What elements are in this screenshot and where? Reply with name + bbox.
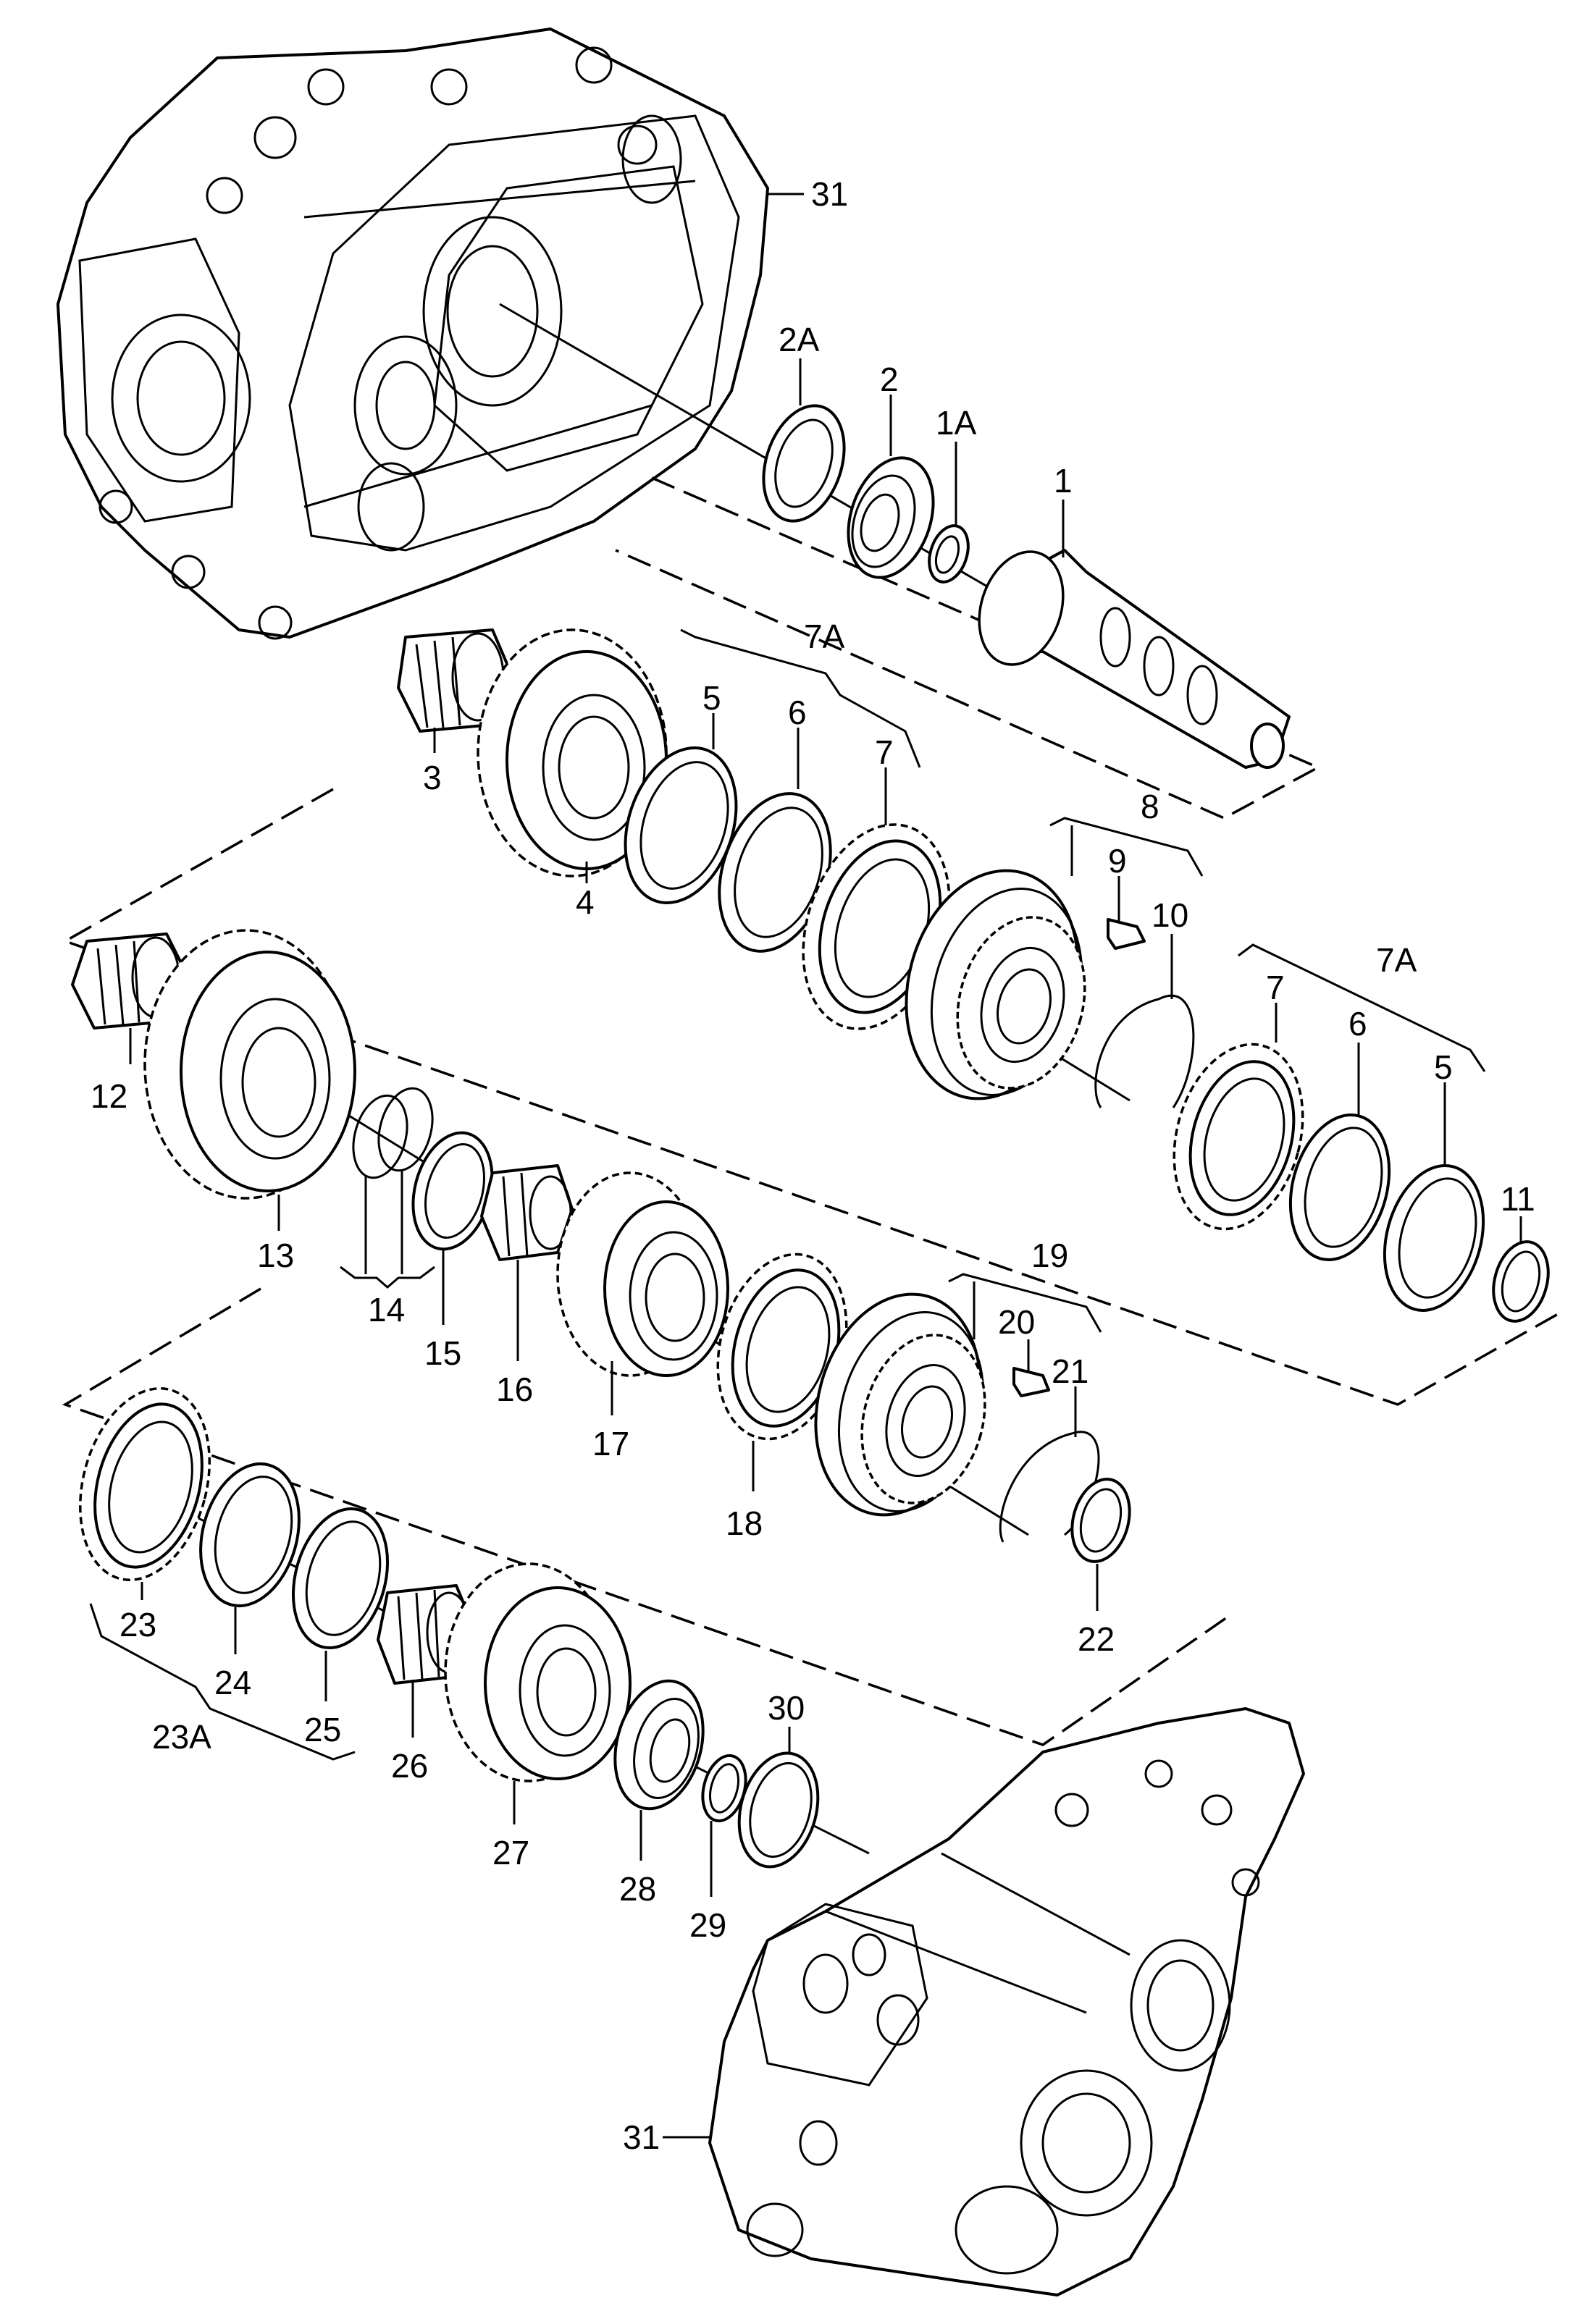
callout-16: 16 bbox=[496, 1371, 533, 1408]
callout-1A: 1A bbox=[936, 404, 977, 442]
callout-30: 30 bbox=[768, 1689, 805, 1727]
callout-5-top: 5 bbox=[702, 679, 721, 717]
synchro-ring-23 bbox=[79, 1387, 211, 1581]
callout-7A-top: 7A bbox=[804, 618, 845, 655]
callout-20: 20 bbox=[998, 1303, 1035, 1341]
circlip-22 bbox=[1070, 1478, 1131, 1563]
synchro-ring-18 bbox=[716, 1252, 848, 1441]
callout-31-top: 31 bbox=[811, 175, 848, 213]
ring-24 bbox=[199, 1462, 301, 1608]
callout-28: 28 bbox=[619, 1870, 656, 1908]
gear-4 bbox=[477, 628, 668, 877]
callout-23: 23 bbox=[119, 1606, 156, 1643]
callout-31-bottom: 31 bbox=[623, 2118, 660, 2156]
key-20 bbox=[1012, 1367, 1050, 1397]
circlip-29 bbox=[701, 1753, 747, 1823]
callout-15: 15 bbox=[424, 1334, 461, 1372]
callout-3: 3 bbox=[423, 759, 442, 796]
callout-6-top: 6 bbox=[788, 694, 807, 731]
synchro-hub-19 bbox=[814, 1292, 986, 1517]
callout-22: 22 bbox=[1078, 1620, 1115, 1658]
shaft-group-frame-mid bbox=[62, 788, 1565, 1406]
callout-12: 12 bbox=[91, 1077, 127, 1115]
callout-25: 25 bbox=[304, 1711, 341, 1748]
callout-11: 11 bbox=[1501, 1180, 1535, 1218]
callout-2: 2 bbox=[880, 361, 899, 398]
needle-bearing-16 bbox=[480, 1164, 574, 1261]
callout-21: 21 bbox=[1052, 1352, 1088, 1390]
callout-5-mid: 5 bbox=[1434, 1048, 1453, 1086]
gear-13 bbox=[143, 929, 356, 1200]
callout-6-mid: 6 bbox=[1348, 1005, 1367, 1043]
callout-7A-mid: 7A bbox=[1376, 941, 1417, 979]
synchro-ring-7-mid bbox=[1173, 1043, 1304, 1231]
circlip-11 bbox=[1492, 1240, 1550, 1323]
input-shaft-1 bbox=[978, 549, 1291, 769]
callout-27: 27 bbox=[492, 1834, 529, 1872]
callout-9: 9 bbox=[1108, 842, 1127, 880]
circlips-14 bbox=[352, 1087, 434, 1179]
callout-26: 26 bbox=[391, 1747, 428, 1785]
bearing-2 bbox=[847, 456, 935, 579]
callout-29: 29 bbox=[689, 1906, 726, 1944]
key-9 bbox=[1107, 918, 1146, 950]
callout-2A: 2A bbox=[779, 321, 820, 358]
callout-labels: 31 2A 2 1A 1 7A 5 6 7 3 4 8 9 10 7A 7 6 … bbox=[91, 175, 1535, 2156]
callout-8: 8 bbox=[1141, 788, 1159, 825]
callout-7-mid: 7 bbox=[1266, 969, 1285, 1006]
gear-27 bbox=[444, 1562, 632, 1782]
callout-4: 4 bbox=[576, 883, 595, 921]
callout-1: 1 bbox=[1054, 462, 1073, 500]
callout-23A: 23A bbox=[152, 1718, 211, 1756]
transmission-housing-bottom bbox=[708, 1707, 1305, 2296]
ring-6-mid bbox=[1288, 1113, 1391, 1261]
ring-25 bbox=[291, 1507, 390, 1650]
seal-2A bbox=[762, 404, 846, 523]
callout-19: 19 bbox=[1031, 1237, 1068, 1274]
spring-10 bbox=[1094, 994, 1195, 1108]
callout-24: 24 bbox=[214, 1664, 251, 1701]
callout-7-top: 7 bbox=[875, 733, 894, 771]
callout-13: 13 bbox=[257, 1237, 294, 1274]
callout-10: 10 bbox=[1152, 896, 1188, 934]
leaders bbox=[89, 193, 1522, 2139]
bearing-28 bbox=[613, 1679, 705, 1811]
circlip-1A bbox=[928, 524, 970, 584]
callout-17: 17 bbox=[592, 1425, 629, 1462]
callout-14: 14 bbox=[368, 1291, 405, 1329]
transmission-housing-top bbox=[56, 28, 769, 640]
callout-18: 18 bbox=[726, 1504, 763, 1542]
shim-30 bbox=[737, 1751, 820, 1869]
ring-5-mid bbox=[1383, 1164, 1485, 1312]
gear-17 bbox=[556, 1171, 729, 1377]
synchro-hub-8 bbox=[905, 869, 1086, 1100]
